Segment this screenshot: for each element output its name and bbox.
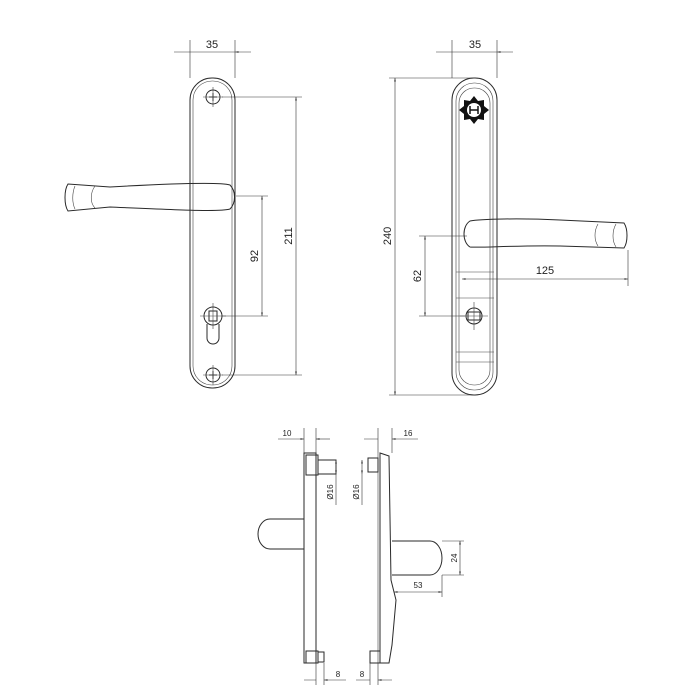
backplate-inner-edge <box>455 82 494 391</box>
handle-stub <box>392 540 443 576</box>
dim-handle-height-label: 24 <box>450 553 459 562</box>
dim-width-label: 35 <box>206 39 218 51</box>
dim-bottom-label: 8 <box>336 670 341 679</box>
euro-cylinder-hole <box>200 303 226 345</box>
side-view-inside: 16 Ø16 24 53 8 <box>352 428 464 685</box>
dim-handle-length-label: 53 <box>414 581 423 590</box>
dim-boss-diameter-label: Ø16 <box>352 484 361 500</box>
screw-boss <box>317 459 337 475</box>
dim-handle-to-cylinder-label: 92 <box>249 250 261 262</box>
dim-boss-diameter-label: Ø16 <box>326 484 335 500</box>
screw-top-icon <box>203 87 223 107</box>
backplate-inner-edge <box>192 80 233 386</box>
dim-thickness-label: 10 <box>283 429 292 438</box>
dim-handle-to-screw-label: 62 <box>412 270 424 282</box>
dim-handle-projection-label: 125 <box>536 265 554 277</box>
front-view-outside: 35 211 92 <box>64 39 302 389</box>
dim-overall-height-label: 240 <box>382 227 394 245</box>
front-view-inside: 35 240 62 125 <box>382 39 629 396</box>
dim-bottom-label: 8 <box>360 670 365 679</box>
brand-logo-icon <box>459 96 489 124</box>
side-view-outside: 10 Ø16 8 <box>257 428 346 685</box>
screw-bottom-icon <box>203 365 223 385</box>
plate-profile <box>303 452 317 664</box>
dim-screw-spacing-label: 211 <box>283 227 295 245</box>
backplate <box>189 77 236 389</box>
screw-icon <box>460 302 488 330</box>
lever-handle <box>463 218 628 249</box>
backplate <box>451 77 498 396</box>
plate-profile <box>379 452 397 664</box>
dim-thickness-label: 16 <box>404 429 413 438</box>
dim-width-label: 35 <box>469 39 481 51</box>
spindle-handle-stub <box>257 518 304 550</box>
lever-handle <box>64 182 235 212</box>
